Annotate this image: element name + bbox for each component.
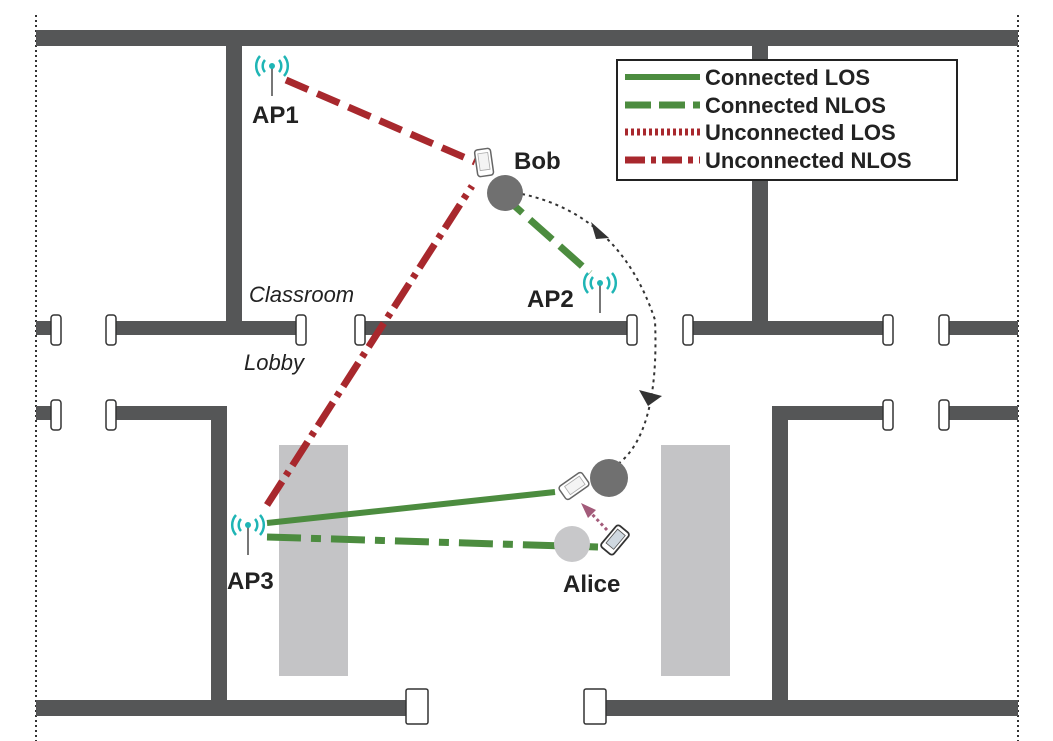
door-icon — [882, 399, 894, 431]
ap3-label: AP3 — [227, 568, 274, 595]
path-arrow-icon — [639, 390, 662, 406]
link-ap3-alice-connected-los — [266, 489, 556, 526]
link-ap1-bob-unconnected-nlos — [284, 76, 477, 166]
alice-move-arrowhead-icon — [581, 503, 596, 518]
lobby-wall-right-a — [772, 406, 888, 420]
bob-new-position — [590, 459, 628, 497]
ap2-label: AP2 — [527, 286, 574, 313]
door-icon — [882, 314, 894, 346]
alice-move-arrow — [588, 510, 609, 532]
door-icon — [105, 314, 117, 346]
top-wall — [36, 30, 1018, 46]
lobby-label: Lobby — [244, 350, 306, 375]
path-arrow-icon — [591, 222, 609, 239]
link-ap3-bob-unconnected-nlos — [264, 184, 475, 507]
bob-label: Bob — [514, 148, 561, 175]
smartphone-icon — [600, 524, 630, 556]
mid-wall-seg4 — [688, 321, 888, 335]
door-icon — [50, 399, 62, 431]
mid-wall-seg2 — [111, 321, 301, 335]
door-icon — [105, 399, 117, 431]
ap-antenna-icon — [255, 55, 289, 96]
door-icon — [295, 314, 307, 346]
door-icon — [50, 314, 62, 346]
bob-position — [487, 175, 523, 211]
door-icon — [354, 314, 366, 346]
legend: Connected LOS Connected NLOS Unconnected… — [616, 59, 958, 181]
legend-label: Connected LOS — [705, 65, 870, 90]
smartphone-icon — [473, 147, 495, 178]
link-ap3-alice-connected-nlos — [266, 533, 599, 551]
mid-wall-seg3 — [360, 321, 632, 335]
door-icon — [583, 688, 607, 725]
door-icon — [405, 688, 429, 725]
bottom-wall-right — [605, 700, 1018, 716]
classroom-label: Classroom — [249, 282, 354, 307]
ap-antenna-icon — [583, 272, 617, 313]
lobby-wall-left-b — [111, 406, 227, 420]
mid-wall-seg5 — [944, 321, 1018, 335]
door-icon — [682, 314, 694, 346]
classroom-left-wall — [226, 30, 242, 330]
legend-label: Connected NLOS — [705, 93, 886, 118]
legend-label: Unconnected NLOS — [705, 148, 912, 173]
pillar-left — [279, 445, 348, 676]
lobby-right-vertical — [772, 406, 788, 716]
door-icon — [938, 314, 950, 346]
door-markers — [50, 314, 950, 725]
bottom-wall-left — [36, 700, 406, 716]
ap-antenna-icon — [231, 514, 265, 555]
pillar-right — [661, 445, 730, 676]
alice-label: Alice — [563, 571, 620, 598]
lobby-wall-right-b — [944, 406, 1018, 420]
legend-label: Unconnected LOS — [705, 120, 896, 145]
smartphone-icon — [558, 471, 590, 501]
door-icon — [938, 399, 950, 431]
ap1-label: AP1 — [252, 102, 299, 129]
alice-position — [554, 526, 590, 562]
door-icon — [626, 314, 638, 346]
lobby-left-vertical — [211, 406, 227, 716]
